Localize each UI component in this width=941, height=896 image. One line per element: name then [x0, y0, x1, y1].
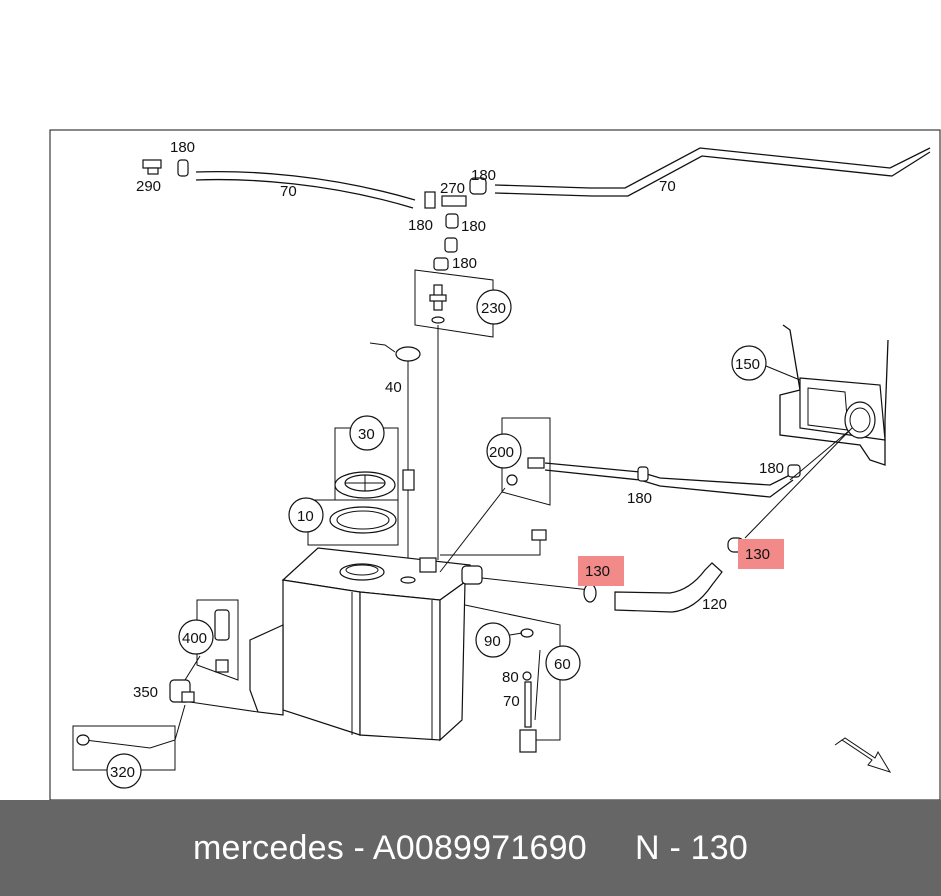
- callout-60: [545, 645, 581, 681]
- drain-tip: [519, 729, 537, 753]
- label-40: 40: [385, 379, 402, 396]
- direction-arrow: [834, 737, 892, 773]
- drain-70: [524, 681, 532, 728]
- callout-10: [288, 497, 324, 533]
- label-120: 120: [702, 596, 727, 613]
- label-180-g: 180: [627, 490, 652, 507]
- label-30: 30: [358, 426, 375, 443]
- valve-230: [429, 284, 447, 324]
- clamp-180-d: [433, 257, 449, 271]
- filter-30: [334, 471, 396, 499]
- callout-230: [476, 289, 512, 325]
- hose-70-right: [494, 147, 931, 189]
- callout-90: [475, 622, 511, 658]
- parts-diagram: 180 290 70 180 270 180 180 70 180 230 40…: [49, 129, 941, 800]
- highlight-130-b: [738, 539, 784, 569]
- hose-70-left-edge: [195, 178, 414, 209]
- footer-text: mercedes - A0089971690 N - 130: [193, 828, 748, 867]
- seal-10-inner: [336, 510, 390, 530]
- label-180-d: 180: [461, 218, 486, 235]
- washer-90: [520, 628, 534, 638]
- callout-30: [349, 415, 385, 451]
- hose-70-right-edge: [494, 151, 931, 197]
- nut-80: [522, 671, 532, 681]
- cable-320: [76, 704, 186, 749]
- label-270: 270: [440, 180, 465, 197]
- leader-150: [765, 365, 801, 381]
- label-130-a: 130: [585, 563, 610, 580]
- label-70-a: 70: [280, 183, 297, 200]
- footer-bar: mercedes - A0089971690 N - 130: [0, 800, 941, 896]
- leader-400: [184, 655, 201, 681]
- label-70-c: 70: [503, 693, 520, 710]
- callout-400: [178, 619, 214, 655]
- label-400: 400: [182, 630, 207, 647]
- leader-90: [509, 632, 523, 636]
- label-60: 60: [554, 656, 571, 673]
- label-350: 350: [133, 684, 158, 701]
- hose-200: [544, 462, 791, 486]
- vent-valve-200: [506, 457, 545, 486]
- filler-neck-150: [779, 324, 889, 481]
- label-150: 150: [735, 356, 760, 373]
- callout-200: [486, 433, 522, 469]
- clamp-180-c: [444, 213, 459, 253]
- clamp-180-b: [469, 177, 487, 195]
- leader-350: [189, 701, 259, 713]
- hose-120: [614, 562, 723, 613]
- callout-150: [731, 345, 767, 381]
- leader-200: [439, 487, 506, 573]
- clamp-180-a: [177, 159, 189, 177]
- label-230: 230: [481, 300, 506, 317]
- label-130-b: 130: [745, 546, 770, 563]
- sensor-350: [169, 679, 195, 703]
- cap: [531, 529, 547, 541]
- label-180-f: 180: [759, 460, 784, 477]
- label-200: 200: [489, 444, 514, 461]
- clamp-180-f: [787, 464, 801, 478]
- clamp-130-a: [583, 583, 597, 603]
- valve-230-box: [414, 269, 494, 338]
- leader-130-b: [744, 427, 853, 539]
- diagram-frame: [49, 129, 941, 800]
- label-90: 90: [484, 633, 501, 650]
- label-10: 10: [297, 508, 314, 525]
- highlight-130-a: [578, 556, 624, 586]
- tee-270: [424, 191, 467, 209]
- cable-320-box: [72, 725, 176, 771]
- label-290: 290: [136, 178, 161, 195]
- leader-130: [481, 577, 591, 591]
- leader-60: [464, 604, 561, 741]
- label-180-e: 180: [452, 255, 477, 272]
- label-180-c: 180: [408, 217, 433, 234]
- pump-400: [214, 609, 230, 673]
- callout-320: [106, 753, 142, 789]
- label-180-a: 180: [170, 139, 195, 156]
- connector-290: [142, 159, 162, 175]
- hose-70-left: [195, 170, 416, 201]
- leader-60-top: [440, 540, 541, 556]
- leader-80: [534, 649, 541, 721]
- clamp-180-g: [637, 466, 649, 482]
- label-180-b: 180: [471, 167, 496, 184]
- label-80: 80: [502, 669, 519, 686]
- label-320: 320: [110, 764, 135, 781]
- tank: [249, 547, 483, 742]
- label-70-b: 70: [659, 178, 676, 195]
- hose-200-edge: [544, 469, 794, 498]
